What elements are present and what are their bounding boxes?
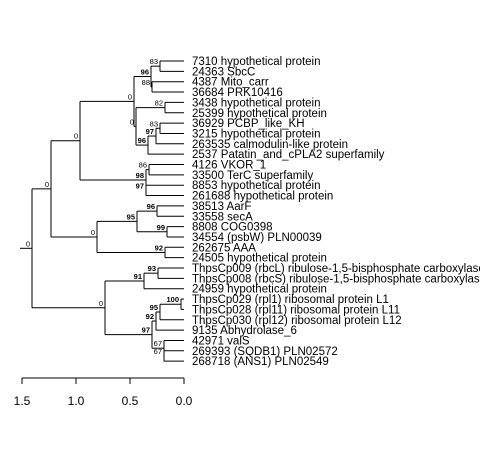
leaf-label: 8853 hypothetical protein xyxy=(192,180,321,192)
leaf-label: 33500 TerC superfamily xyxy=(192,170,313,182)
support-label-M: 86 xyxy=(139,161,147,170)
leaf-label: 4126 VKOR_1 xyxy=(192,160,266,172)
leaf-label: 268718 (ANS1) PLN02549 xyxy=(192,356,329,368)
support-label-O: 0 xyxy=(91,228,95,237)
leaf-label: 3438 hypothetical protein xyxy=(192,97,321,109)
leaf-label: 263535 calmodulin-like protein xyxy=(192,139,348,151)
leaf-label: 36684 PRK10416 xyxy=(192,87,283,99)
leaf-label: ThpsCp029 (rpl1) ribosomal protein L1 xyxy=(192,294,389,306)
leaf-label: 42971 valS xyxy=(192,335,250,347)
support-label-AA: 67 xyxy=(154,339,162,348)
axis-tick-label: 0.0 xyxy=(176,394,193,408)
leaf-label: 7310 hypothetical protein xyxy=(192,56,321,68)
support-label-Q: 96 xyxy=(147,202,155,211)
support-label-U: 91 xyxy=(134,272,142,281)
leaf-label: 9135 Abhydrolase_6 xyxy=(192,325,297,337)
support-label-X: 92 xyxy=(146,312,154,321)
leaf-label: ThpsCp008 (rbcS) ribulose-1,5-bisphospha… xyxy=(192,273,480,285)
support-label-AB: 67 xyxy=(154,347,162,356)
leaf-label: 33558 secA xyxy=(192,211,253,223)
support-label-B: 0 xyxy=(74,132,78,141)
leaf-label: 34554 (psbW) PLN00039 xyxy=(192,232,322,244)
axis-tick-label: 0.5 xyxy=(122,394,139,408)
support-label-H: 82 xyxy=(155,99,163,108)
support-label-K: 83 xyxy=(150,119,158,128)
support-label-T: 0 xyxy=(99,299,103,308)
support-label-P: 95 xyxy=(127,212,135,221)
leaf-label: 2537 Patatin_and_cPLA2 superfamily xyxy=(192,149,385,161)
support-label-W: 97 xyxy=(142,326,150,335)
support-label-L: 98 xyxy=(136,171,144,180)
axis-tick-label: 1.0 xyxy=(68,394,85,408)
support-label-G: 0 xyxy=(130,117,134,126)
leaf-label: 38513 AarF xyxy=(192,201,251,213)
support-label-F: 88 xyxy=(142,78,150,87)
leaf-label: 269393 (SQDB1) PLN02572 xyxy=(192,346,338,358)
support-label-I: 96 xyxy=(138,136,146,145)
support-label-C: 0 xyxy=(128,92,132,101)
leaf-label: 24505 hypothetical protein xyxy=(192,253,327,265)
leaf-label: 261688 hypothetical protein xyxy=(192,191,333,203)
leaf-label: 262675 AAA xyxy=(192,242,256,254)
leaf-label: 24363 SbcC xyxy=(192,66,255,78)
support-label-D: 96 xyxy=(141,68,149,77)
leaf-label: 25399 hypothetical protein xyxy=(192,108,327,120)
support-label-Z: 100 xyxy=(166,295,179,304)
leaf-label: 24959 hypothetical protein xyxy=(192,284,327,296)
support-label-A: 0 xyxy=(45,180,49,189)
leaf-label: ThpsCp030 (rpl12) ribosomal protein L12 xyxy=(192,315,402,327)
support-label-E: 83 xyxy=(150,57,158,66)
leaf-label: 36929 PCBP_like_KH xyxy=(192,118,305,130)
support-label-V: 93 xyxy=(148,264,156,273)
support-label-J: 97 xyxy=(146,127,154,136)
leaf-label: 3215 hypothetical protein xyxy=(192,128,321,140)
support-label-root: 0 xyxy=(26,239,30,248)
support-label-N: 97 xyxy=(136,181,144,190)
support-label-R: 99 xyxy=(157,223,165,232)
leaf-label: ThpsCp028 (rpl11) ribosomal protein L11 xyxy=(192,304,400,316)
support-label-Y: 95 xyxy=(150,303,158,312)
leaf-label: 8808 COG0398 xyxy=(192,222,273,234)
leaf-label: 4387 Mito_carr xyxy=(192,77,269,89)
support-label-S: 92 xyxy=(155,243,163,252)
leaf-label: ThpsCp009 (rbcL) ribulose-1,5-bisphospha… xyxy=(192,263,480,275)
axis-tick-label: 1.5 xyxy=(14,394,31,408)
